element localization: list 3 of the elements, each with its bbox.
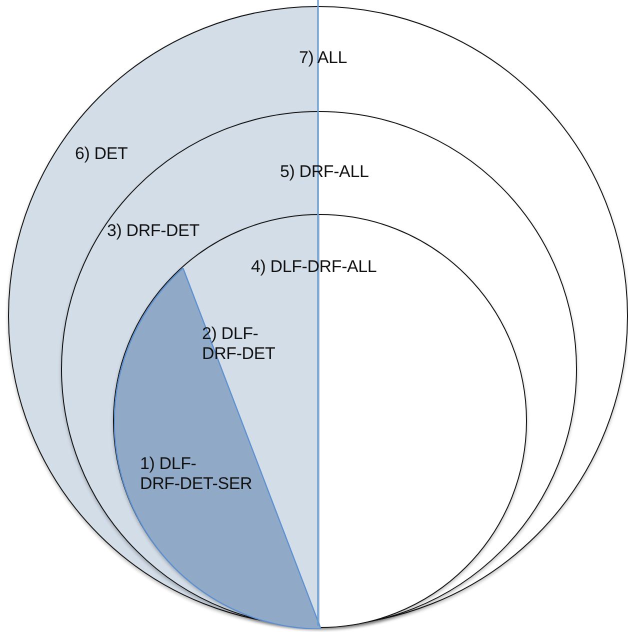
region-label: 6) DET: [75, 144, 128, 164]
region-label: 1) DLF- DRF-DET-SER: [140, 454, 254, 494]
region-label: 3) DRF-DET: [107, 221, 200, 241]
